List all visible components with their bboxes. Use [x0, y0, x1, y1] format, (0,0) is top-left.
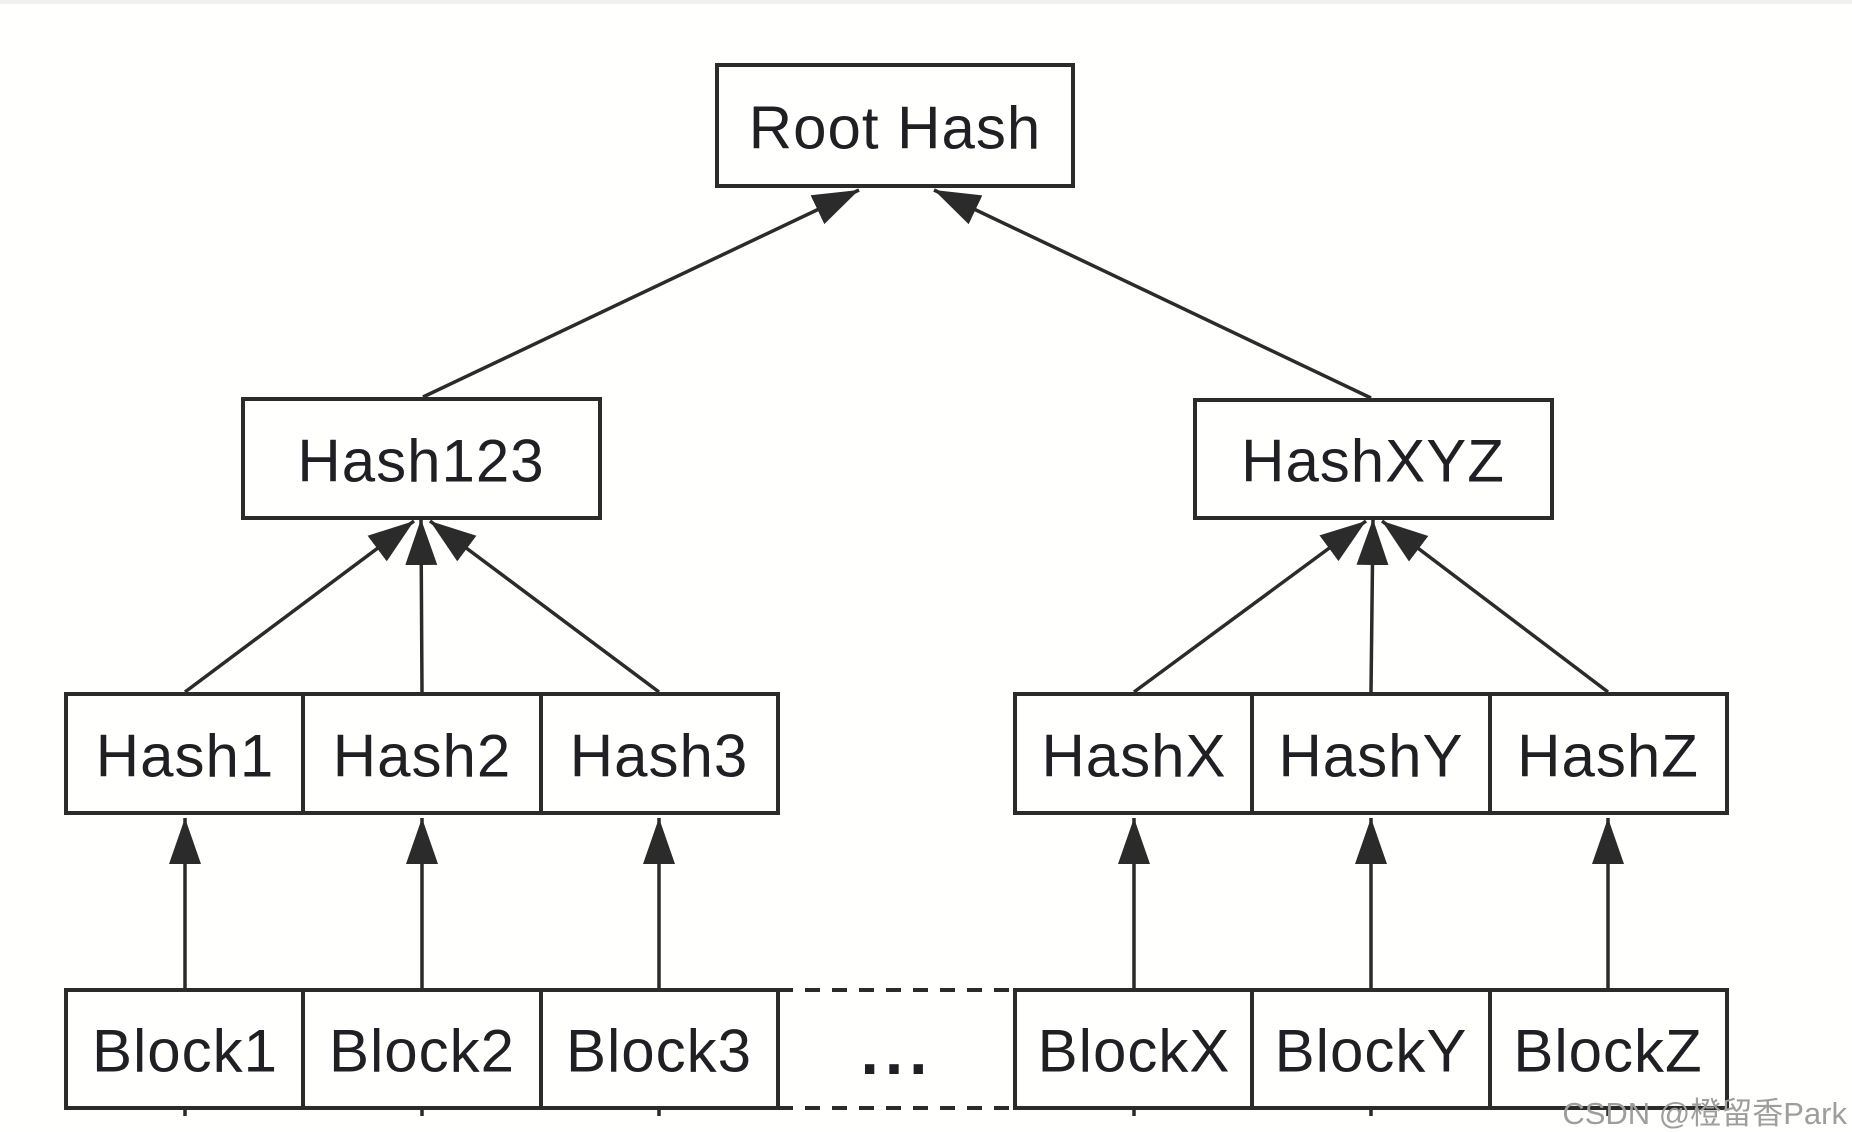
- left-hash-row-box: [64, 692, 780, 815]
- arrow-hashz-hashxyz: [1380, 519, 1610, 694]
- arrow-hash1-hash123: [183, 519, 416, 694]
- hashy-label: HashY: [1278, 723, 1463, 790]
- arrow-hashxyz-root: [933, 188, 1372, 400]
- hashxyz-box: [1193, 398, 1554, 520]
- block3-label: Block3: [566, 1018, 752, 1085]
- row-right-blocks: BlockX BlockY BlockZ: [1013, 988, 1729, 1110]
- arrow-hashx-hashxyz: [1132, 519, 1368, 694]
- watermark-text: CSDN @橙留香Park: [1562, 1096, 1847, 1131]
- root-hash-box: [715, 63, 1075, 188]
- blockz-label: BlockZ: [1513, 1018, 1702, 1085]
- block1-label: Block1: [92, 1018, 278, 1085]
- right-hash-row-box: [1013, 692, 1729, 815]
- hash123-box: [241, 397, 602, 520]
- dashed-connector: [778, 988, 1015, 1110]
- node-root-hash: Root Hash: [715, 63, 1075, 188]
- arrow-hash3-hash123: [428, 519, 661, 694]
- arrow-hash2-hash123: [405, 518, 438, 693]
- hashx-label: HashX: [1041, 723, 1226, 790]
- hashz-label: HashZ: [1517, 723, 1699, 790]
- arrow-hash123-root: [422, 188, 860, 399]
- row-right-hashes: HashX HashY HashZ: [1013, 692, 1729, 815]
- ellipsis-label: ...: [860, 1014, 933, 1088]
- edges-layer: [169, 188, 1624, 988]
- window-top-edge: [0, 0, 1852, 4]
- node-hashxyz: HashXYZ: [1193, 398, 1554, 520]
- row-left-hashes: Hash1 Hash2 Hash3: [64, 692, 780, 815]
- hash123-label: Hash123: [297, 428, 544, 495]
- arrow-hashy-hashxyz: [1356, 518, 1389, 693]
- hash1-label: Hash1: [96, 723, 274, 790]
- blocky-label: BlockY: [1275, 1018, 1468, 1085]
- bottom-stem-stubs: [183, 1108, 1610, 1116]
- row-left-blocks: Block1 Block2 Block3: [64, 988, 780, 1110]
- node-hash123: Hash123: [241, 397, 602, 520]
- blockx-label: BlockX: [1038, 1018, 1231, 1085]
- block2-label: Block2: [329, 1018, 515, 1085]
- hashxyz-label: HashXYZ: [1241, 428, 1505, 495]
- root-hash-label: Root Hash: [749, 95, 1041, 162]
- hash2-label: Hash2: [333, 723, 511, 790]
- right-block-row-box: [1013, 988, 1729, 1110]
- hash3-label: Hash3: [570, 723, 748, 790]
